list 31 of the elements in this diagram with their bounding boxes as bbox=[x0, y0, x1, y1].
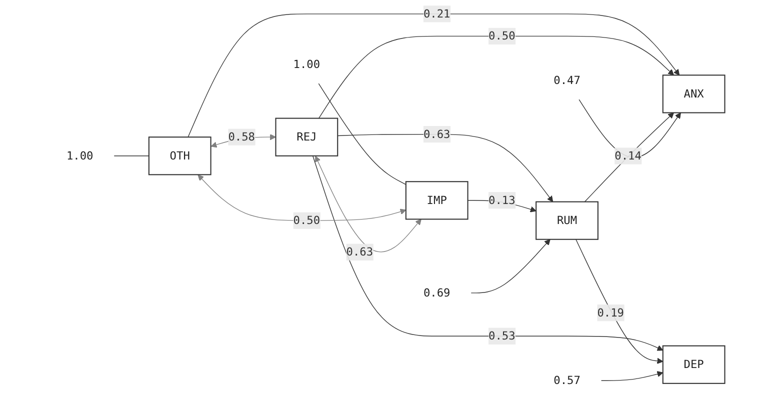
arrow bbox=[584, 112, 674, 202]
node-box: IMP bbox=[405, 181, 468, 220]
edge-label: 0.14 bbox=[614, 149, 642, 162]
arrow bbox=[337, 134, 553, 202]
edge-label: 0.63 bbox=[346, 245, 373, 258]
edge-label: 0.50 bbox=[488, 29, 516, 42]
arrow bbox=[312, 156, 663, 351]
arrow bbox=[188, 14, 680, 138]
arrow bbox=[470, 239, 550, 294]
node-box: ANX bbox=[662, 74, 726, 114]
node-box: OTH bbox=[148, 136, 212, 176]
node-box: DEP bbox=[662, 345, 726, 384]
edge-label: 0.53 bbox=[488, 329, 516, 342]
node-text: 1.00 bbox=[293, 58, 320, 71]
arrow bbox=[600, 371, 663, 381]
node-text: 1.00 bbox=[66, 148, 94, 162]
edge-label: 0.21 bbox=[423, 6, 450, 20]
arrow bbox=[318, 36, 674, 119]
edge-label: 0.58 bbox=[228, 130, 255, 144]
edge-label: 0.63 bbox=[423, 127, 450, 141]
node-box: RUM bbox=[535, 201, 598, 240]
node-box: REJ bbox=[275, 118, 338, 156]
edge-label: 0.19 bbox=[597, 306, 624, 320]
connector bbox=[318, 83, 406, 185]
node-text: 0.69 bbox=[423, 286, 450, 300]
arrow bbox=[314, 156, 422, 252]
edge-label: 0.13 bbox=[488, 193, 516, 207]
node-text: 0.47 bbox=[553, 74, 580, 87]
arrow bbox=[575, 239, 663, 364]
node-text: 0.57 bbox=[553, 374, 580, 387]
edge-label: 0.50 bbox=[293, 214, 320, 227]
